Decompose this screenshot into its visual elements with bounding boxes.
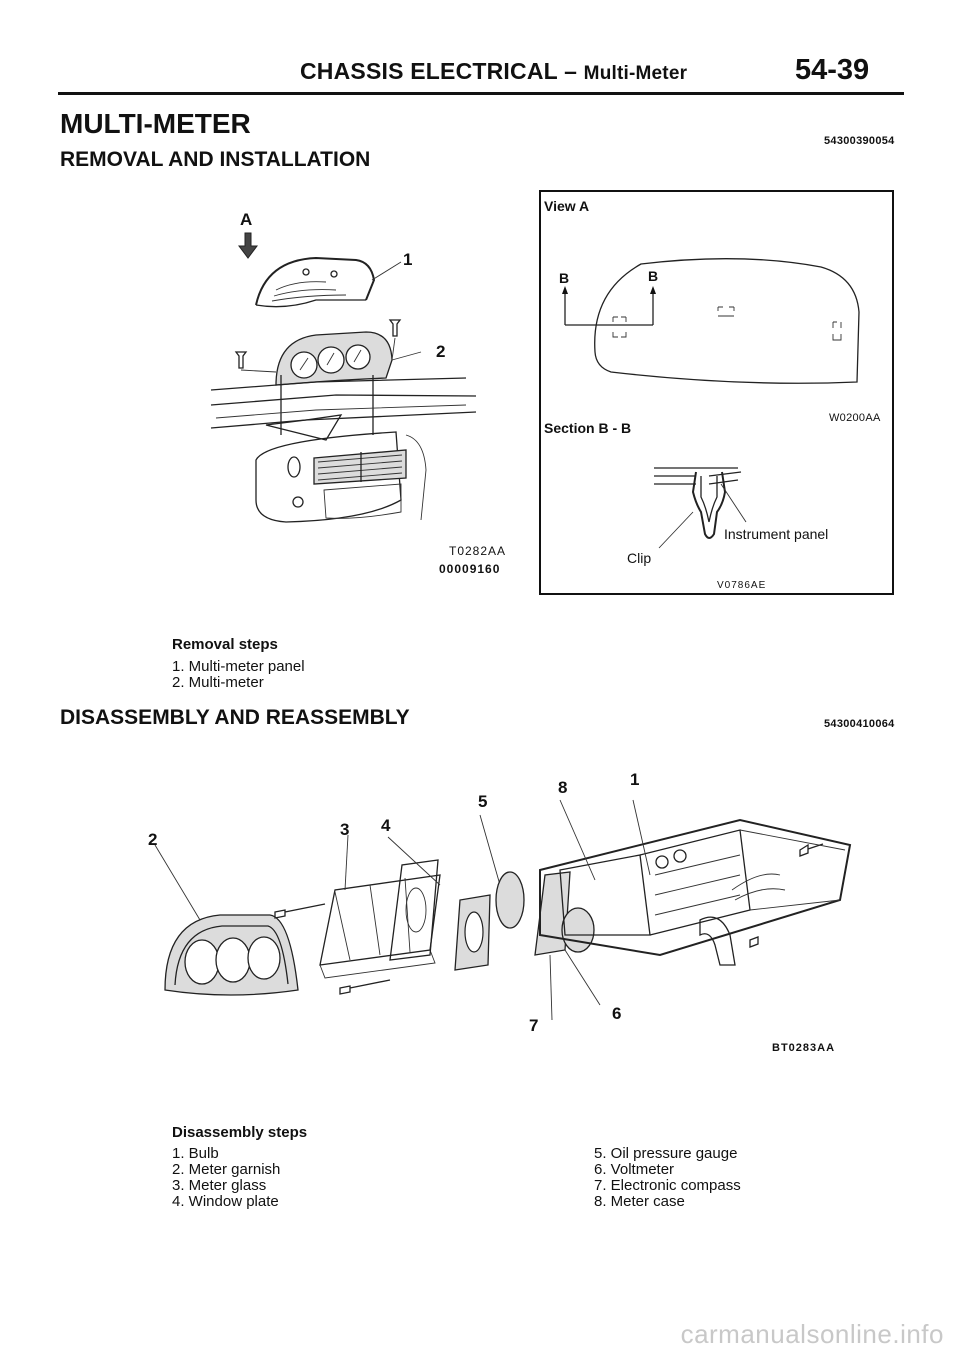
disassembly-step-8: 8. Meter case <box>594 1193 685 1210</box>
view-a-illustration <box>562 258 860 549</box>
removal-steps-heading: Removal steps <box>172 636 278 653</box>
title-code: 54300390054 <box>824 135 895 147</box>
clip-label: Clip <box>627 550 652 566</box>
figure-code-2: 00009160 <box>439 562 501 576</box>
view-a-panel: View A B B W0200AA Section B - B Instrum… <box>539 190 894 595</box>
disassembly-code: 54300410064 <box>824 718 895 730</box>
section-b-label-left: B <box>559 270 570 286</box>
watermark: carmanualsonline.info <box>680 1319 944 1349</box>
section-code: V0786AE <box>717 580 767 591</box>
view-arrow-icon <box>238 232 258 259</box>
header-dash: – <box>564 58 578 84</box>
removal-figure: A 1 2 T0282AA 00009160 <box>196 200 516 590</box>
figure-code: T0282AA <box>449 544 507 558</box>
callout-2: 2 <box>436 342 446 361</box>
disassembly-step-6: 6. Voltmeter <box>594 1161 675 1178</box>
page-title: MULTI-METER <box>60 108 251 139</box>
disassembly-step-7: 7. Electronic compass <box>594 1177 741 1194</box>
arrow-label: A <box>240 210 253 229</box>
header-section-title: CHASSIS ELECTRICAL – Multi-Meter <box>300 58 687 85</box>
page-number: 54-39 <box>795 54 870 86</box>
callout-1: 1 <box>630 770 640 789</box>
header-subsection: Multi-Meter <box>583 63 688 84</box>
section-b-b-label: Section B - B <box>544 420 632 436</box>
disassembly-step-5: 5. Oil pressure gauge <box>594 1145 738 1162</box>
callout-2: 2 <box>148 830 158 849</box>
view-code: W0200AA <box>829 412 881 424</box>
removal-step-1: 1. Multi-meter panel <box>172 658 305 675</box>
disassembly-figure: 8 1 5 2 3 4 7 6 BT0283AA <box>140 760 860 1080</box>
disassembly-steps-heading: Disassembly steps <box>172 1124 308 1141</box>
section-b-label-right: B <box>648 268 659 284</box>
callout-5: 5 <box>478 792 488 811</box>
header-section: CHASSIS ELECTRICAL <box>300 58 558 84</box>
disassembly-step-2: 2. Meter garnish <box>172 1161 281 1178</box>
callout-8: 8 <box>558 778 568 797</box>
removal-illustration <box>210 232 477 523</box>
disassembly-step-4: 4. Window plate <box>172 1193 279 1210</box>
view-a-label: View A <box>544 198 590 214</box>
disassembly-step-3: 3. Meter glass <box>172 1177 267 1194</box>
callout-3: 3 <box>340 820 350 839</box>
disassembly-step-1: 1. Bulb <box>172 1145 219 1162</box>
callout-4: 4 <box>381 816 391 835</box>
removal-heading: REMOVAL AND INSTALLATION <box>60 148 371 171</box>
disassembly-figure-code: BT0283AA <box>772 1042 836 1054</box>
header-rule <box>58 92 904 95</box>
callout-1: 1 <box>403 250 413 269</box>
removal-step-2: 2. Multi-meter <box>172 674 264 691</box>
exploded-view-illustration <box>154 799 852 1021</box>
disassembly-heading: DISASSEMBLY AND REASSEMBLY <box>60 706 410 729</box>
callout-6: 6 <box>612 1004 622 1023</box>
instrument-panel-label: Instrument panel <box>724 526 829 542</box>
callout-7: 7 <box>529 1016 539 1035</box>
